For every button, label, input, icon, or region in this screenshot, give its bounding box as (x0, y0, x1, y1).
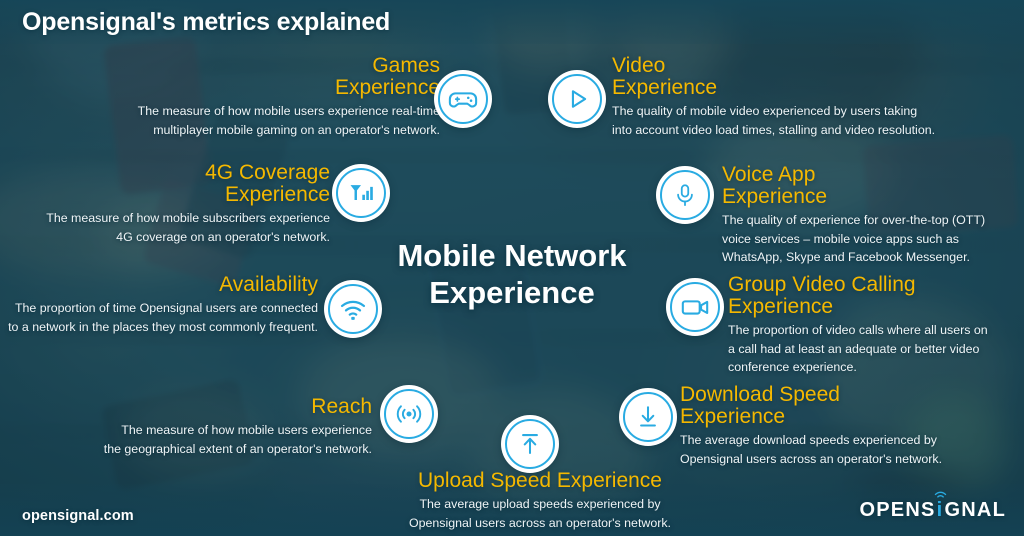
download-arrow-icon-badge[interactable] (619, 388, 677, 446)
logo-i-mark: i (934, 491, 946, 522)
badge-ring (505, 419, 555, 469)
background-top-fade (0, 0, 1024, 44)
metric-description: The measure of how mobile users experien… (103, 422, 372, 456)
metric-group-video-calling-experience: Group Video Calling Experience The propo… (728, 274, 1020, 377)
metric-title: 4G Coverage Experience (205, 161, 330, 206)
wifi-icon-badge[interactable] (324, 280, 382, 338)
metric-title: Games Experience (334, 54, 440, 99)
badge-ring (660, 170, 710, 220)
metric-title: Video Experience (612, 54, 718, 99)
signal-bars-icon-badge[interactable] (332, 164, 390, 222)
metric-description: The proportion of video calls where all … (728, 322, 988, 375)
centre-title-line2: Experience (429, 274, 595, 310)
broadcast-icon-badge[interactable] (380, 385, 438, 443)
metric-title: Download Speed Experience (680, 383, 840, 428)
background-bottom-fade (0, 484, 1024, 536)
metric-description: The measure of how mobile users experien… (137, 103, 440, 137)
metric-title: Upload Speed Experience (417, 469, 662, 492)
metric-description: The quality of mobile video experienced … (612, 103, 936, 137)
upload-arrow-icon (522, 434, 538, 454)
signal-bars-icon (350, 185, 373, 200)
metric-games-experience: Games Experience The measure of how mobi… (100, 55, 440, 139)
metric-video-experience: Video Experience The quality of mobile v… (612, 55, 992, 139)
video-camera-icon (681, 300, 709, 315)
badge-ring (336, 168, 386, 218)
microphone-icon (677, 184, 693, 207)
badge-ring (552, 74, 602, 124)
badge-ring (384, 389, 434, 439)
metric-title: Reach (311, 395, 372, 418)
badge-ring (438, 74, 488, 124)
opensignal-logo: OPENS i GNAL (859, 491, 1007, 522)
metric-description: The quality of experience for over-the-t… (722, 212, 986, 265)
metric-title: Voice App Experience (722, 163, 828, 208)
metric-title: Group Video Calling Experience (728, 273, 916, 318)
badge-ring (328, 284, 378, 334)
logo-text-part1: OPENS (859, 499, 936, 521)
play-icon (571, 90, 587, 108)
metric-title: Availability (219, 273, 318, 296)
metric-description: The measure of how mobile subscribers ex… (46, 210, 330, 244)
centre-title: Mobile Network Experience (0, 238, 1024, 311)
play-icon-badge[interactable] (548, 70, 606, 128)
metric-4g-coverage-experience: 4G Coverage Experience The measure of ho… (20, 162, 330, 246)
download-arrow-icon (640, 406, 656, 427)
metric-availability: Availability The proportion of time Open… (8, 274, 318, 337)
badge-ring (623, 392, 673, 442)
centre-title-line1: Mobile Network (397, 238, 627, 273)
metric-voice-app-experience: Voice App Experience The quality of expe… (722, 164, 1022, 267)
gamepad-icon-badge[interactable] (434, 70, 492, 128)
metric-download-speed-experience: Download Speed Experience The average do… (680, 384, 980, 468)
wifi-icon (340, 300, 366, 320)
metric-description: The average download speeds experienced … (680, 432, 943, 466)
metric-description: The average upload speeds experienced by… (408, 496, 671, 530)
metric-reach: Reach The measure of how mobile users ex… (40, 396, 372, 459)
gamepad-icon (448, 92, 478, 108)
metric-upload-speed-experience: Upload Speed Experience The average uplo… (380, 470, 700, 533)
page-title: Opensignal's metrics explained (22, 8, 391, 36)
upload-arrow-icon-badge[interactable] (501, 415, 559, 473)
video-camera-icon-badge[interactable] (666, 278, 724, 336)
footer-website-url[interactable]: opensignal.com (22, 508, 134, 524)
microphone-icon-badge[interactable] (656, 166, 714, 224)
badge-ring (670, 282, 720, 332)
logo-i-letter: i (936, 499, 944, 521)
broadcast-icon (396, 405, 422, 423)
metric-description: The proportion of time Opensignal users … (8, 300, 318, 334)
logo-text-part2: GNAL (944, 499, 1006, 521)
logo-signal-icon (934, 491, 946, 498)
